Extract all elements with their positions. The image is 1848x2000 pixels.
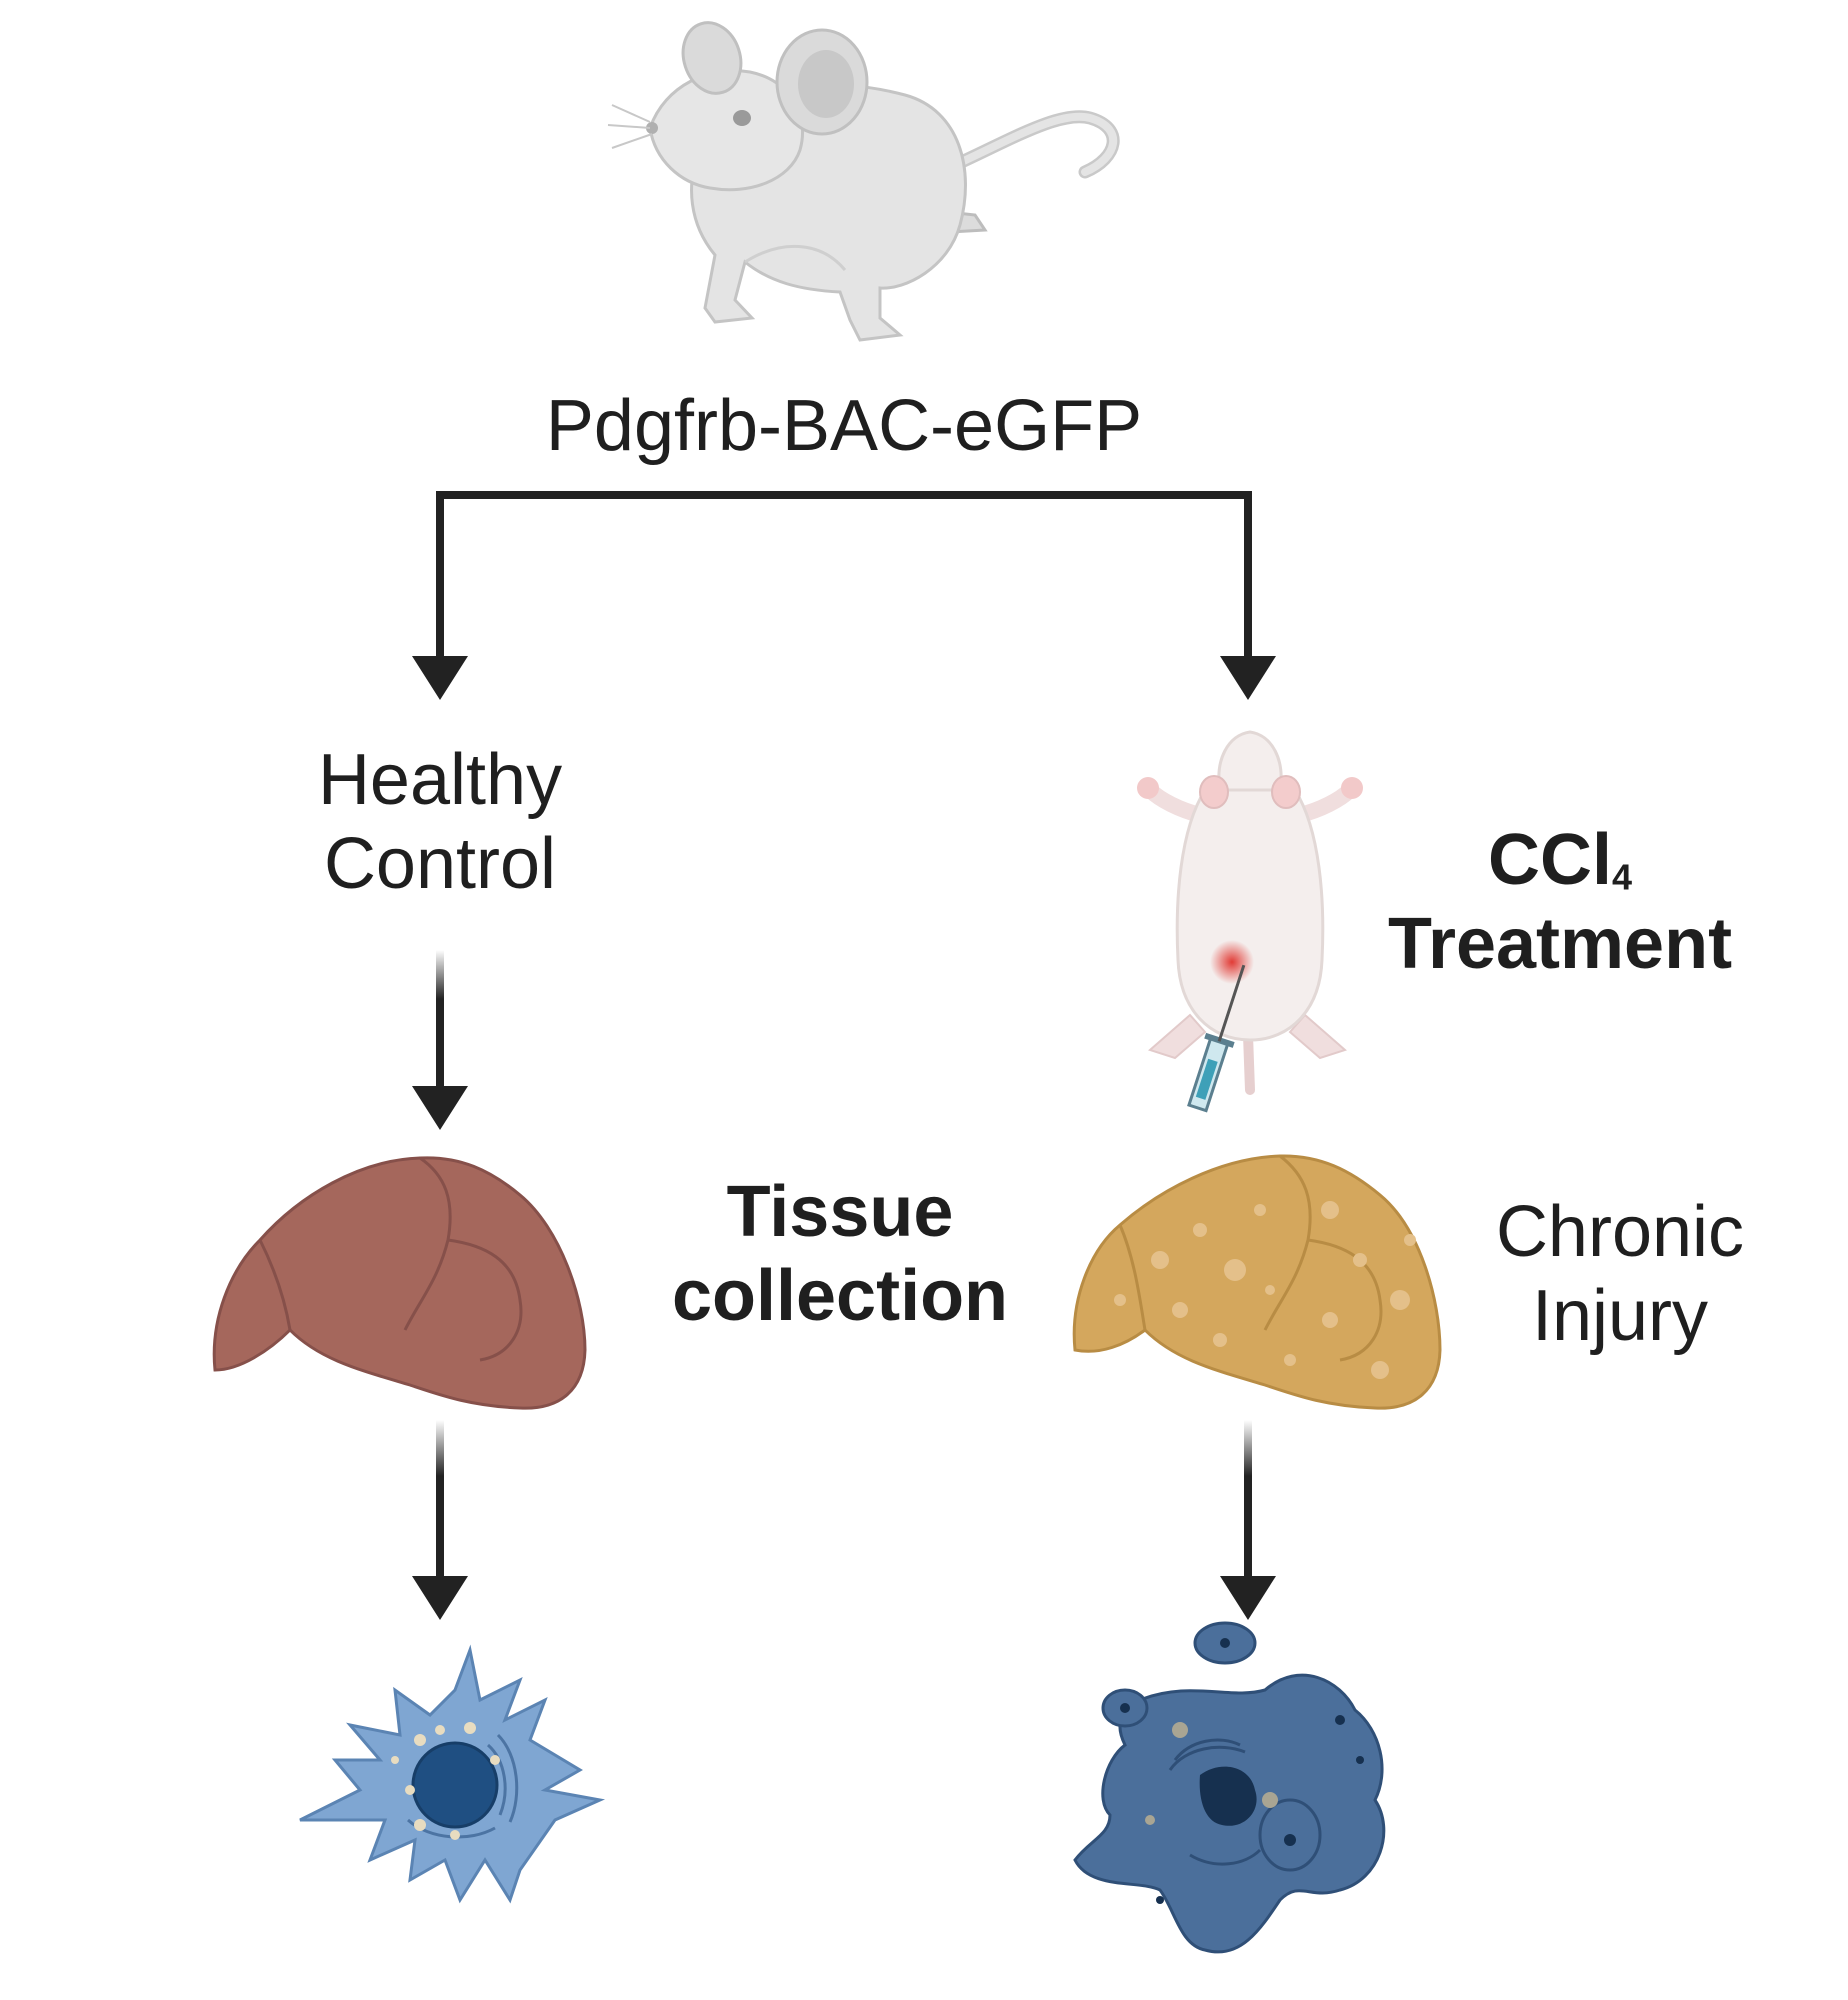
tissue-collection-label: Tissue collection	[630, 1170, 1050, 1338]
injured-cell-icon	[1073, 1621, 1386, 1954]
treatment-formula-main: CCl	[1487, 820, 1612, 900]
treatment-line2: Treatment	[1387, 904, 1733, 985]
tissue-collection-line1: Tissue	[726, 1172, 954, 1252]
arrow-head-healthy-1	[412, 1086, 468, 1130]
treatment-formula: CCl4	[1360, 818, 1760, 902]
chronic-injury-label: Chronic Injury	[1470, 1190, 1770, 1358]
healthy-cell-icon	[299, 1644, 606, 1904]
healthy-control-line2: Control	[323, 824, 557, 905]
treated-mouse-icon	[1137, 730, 1363, 1095]
arrow-to-treatment	[1220, 656, 1276, 700]
healthy-control-line1: Healthy	[317, 740, 563, 820]
strain-label: Pdgfrb-BAC-eGFP	[545, 386, 1143, 466]
injured-liver-icon	[1072, 1154, 1442, 1410]
arrow-head-healthy-2	[412, 1576, 468, 1620]
tissue-collection-line2: collection	[671, 1256, 1009, 1337]
arrow-shaft-healthy-1	[436, 950, 444, 1090]
treatment-label: CCl4 Treatment	[1360, 818, 1760, 986]
treatment-formula-subscript: 4	[1611, 856, 1633, 898]
chronic-injury-line1: Chronic	[1495, 1192, 1745, 1272]
healthy-control-label: Healthy Control	[290, 738, 590, 906]
syringe-icon	[1187, 964, 1246, 1113]
arrow-shaft-healthy-2	[436, 1420, 444, 1580]
arrow-head-injured	[1220, 1576, 1276, 1620]
chronic-injury-line2: Injury	[1531, 1276, 1709, 1357]
healthy-liver-icon	[212, 1156, 587, 1410]
branch-connector	[436, 491, 1252, 660]
mouse-icon	[607, 21, 1120, 342]
arrow-to-healthy	[412, 656, 468, 700]
arrow-shaft-injured	[1244, 1420, 1252, 1580]
